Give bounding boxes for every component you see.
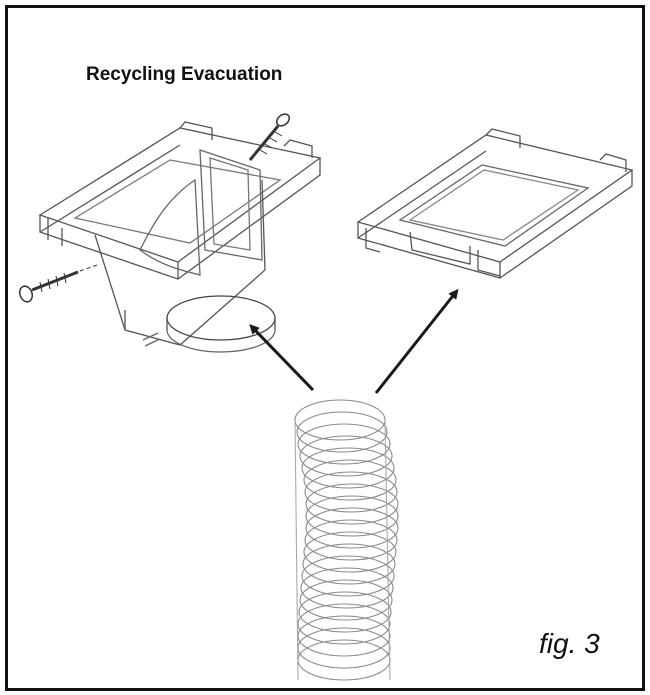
figure-frame [5, 5, 645, 691]
mounting-frame [356, 128, 634, 279]
screw-left [18, 263, 101, 303]
arrow-to-damper [249, 324, 315, 392]
damper-adapter-assembly [38, 121, 322, 353]
arrow-to-frame [374, 288, 459, 394]
diagram-title: Recycling Evacuation [86, 64, 283, 85]
figure-label: fig. 3 [539, 628, 600, 659]
screw-right [248, 113, 291, 161]
flexible-duct [294, 399, 399, 681]
